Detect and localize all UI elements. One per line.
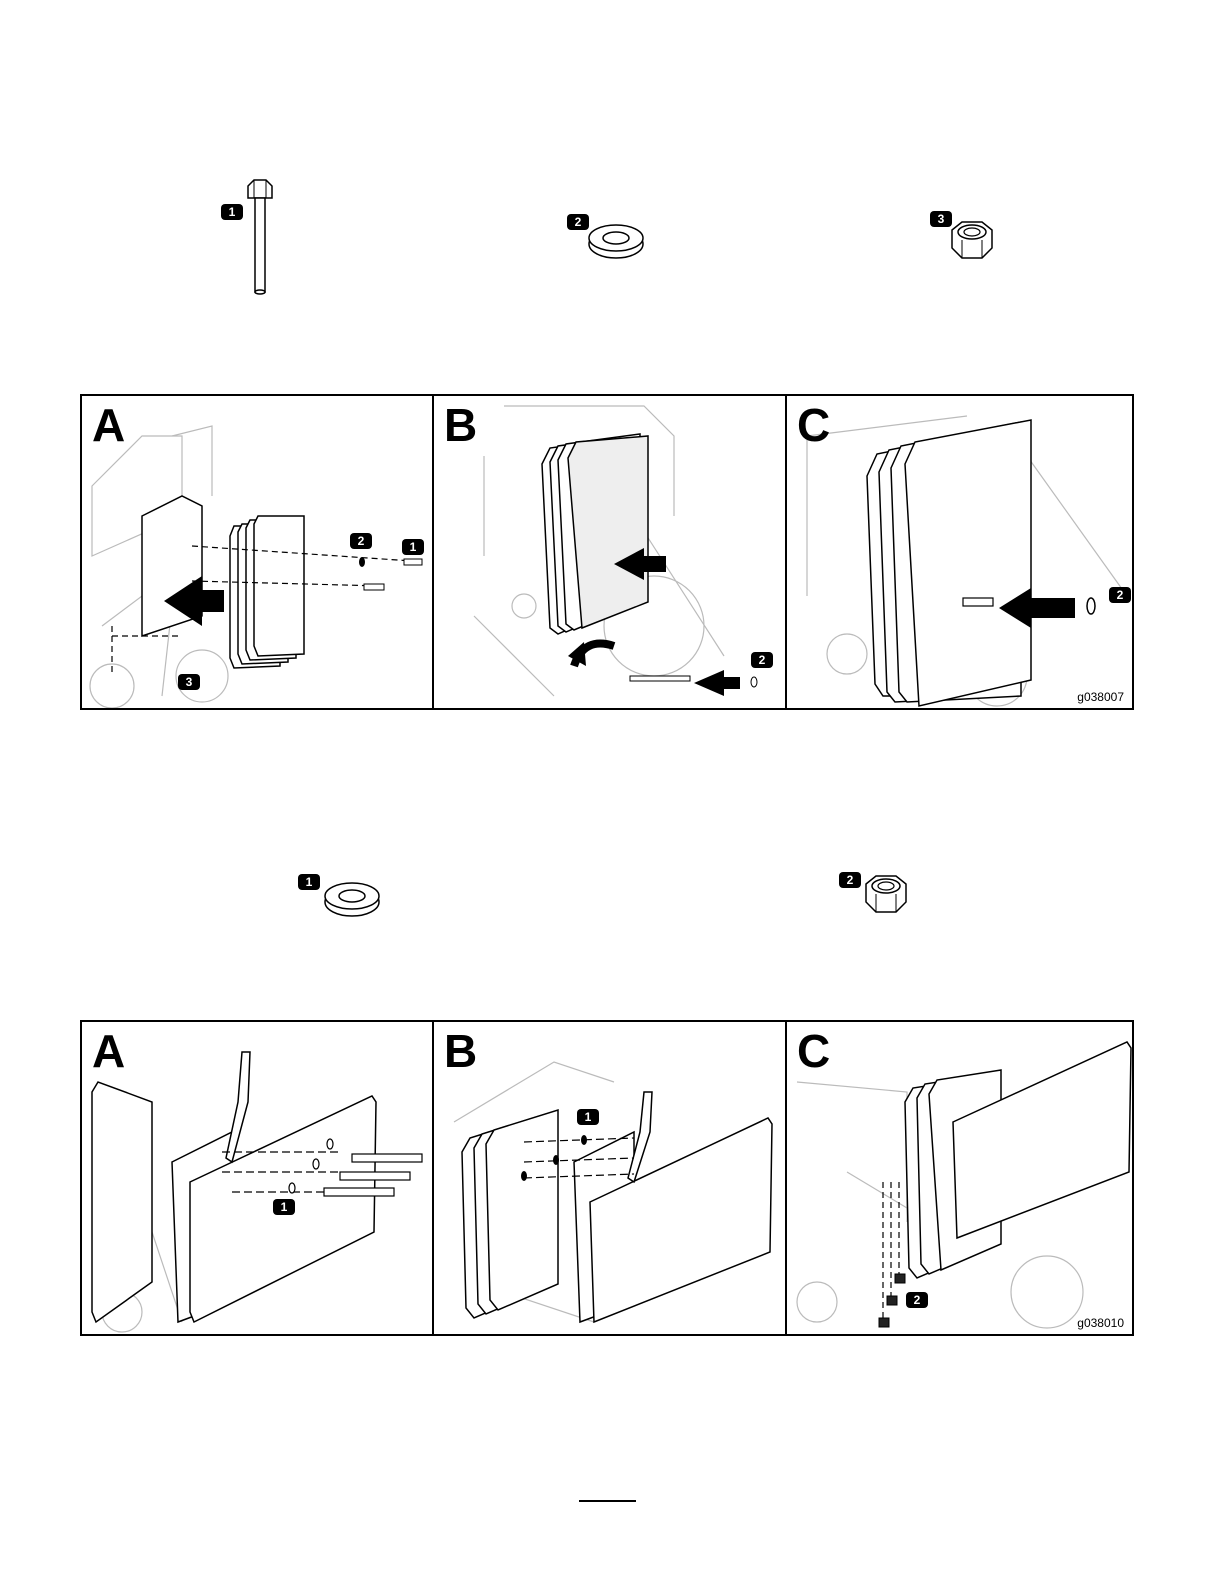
callout-1: 1 — [577, 1109, 599, 1125]
figure-code: g038007 — [1077, 690, 1124, 704]
callout-2: 2 — [350, 533, 372, 549]
callout-2: 2 — [906, 1292, 928, 1308]
weight-bracket-illustration — [787, 1022, 1132, 1334]
callout-1: 1 — [273, 1199, 295, 1215]
weight-plates-illustration — [787, 396, 1132, 708]
weight-plates-illustration — [434, 396, 785, 708]
panel-letter: A — [92, 402, 125, 448]
figure-1: A 2 1 3 B 2 — [80, 394, 1134, 710]
washer-icon — [586, 222, 646, 262]
callout-2: 2 — [751, 652, 773, 668]
figure-1-panel-b: B 2 — [432, 396, 785, 708]
panel-letter: B — [444, 402, 477, 448]
panel-letter: C — [797, 1028, 830, 1074]
figure-2: A 1 B — [80, 1020, 1134, 1336]
nut-icon — [946, 218, 996, 264]
figure-2-panel-b: B 1 — [432, 1022, 785, 1334]
figure-2-panel-a: A 1 — [82, 1022, 432, 1334]
washer-icon — [322, 878, 382, 920]
callout-3: 3 — [178, 674, 200, 690]
figure-1-panel-a: A 2 1 3 — [82, 396, 432, 708]
figure-code: g038010 — [1077, 1316, 1124, 1330]
figure-1-panel-c: C 2 g038007 — [785, 396, 1132, 708]
page-number-rule — [579, 1500, 636, 1502]
bolt-icon — [240, 176, 280, 298]
weight-bracket-illustration — [434, 1022, 785, 1334]
panel-letter: A — [92, 1028, 125, 1074]
weight-bracket-illustration — [82, 1022, 432, 1334]
panel-letter: C — [797, 402, 830, 448]
nut-callout: 3 — [930, 211, 952, 227]
nut-icon — [860, 872, 910, 918]
washer-callout: 2 — [567, 214, 589, 230]
panel-letter: B — [444, 1028, 477, 1074]
figure-2-panel-c: C 2 g038010 — [785, 1022, 1132, 1334]
washer-callout: 1 — [298, 874, 320, 890]
nut-callout: 2 — [839, 872, 861, 888]
bolt-callout: 1 — [221, 204, 243, 220]
callout-1: 1 — [402, 539, 424, 555]
callout-2: 2 — [1109, 587, 1131, 603]
weight-plates-illustration — [82, 396, 432, 708]
